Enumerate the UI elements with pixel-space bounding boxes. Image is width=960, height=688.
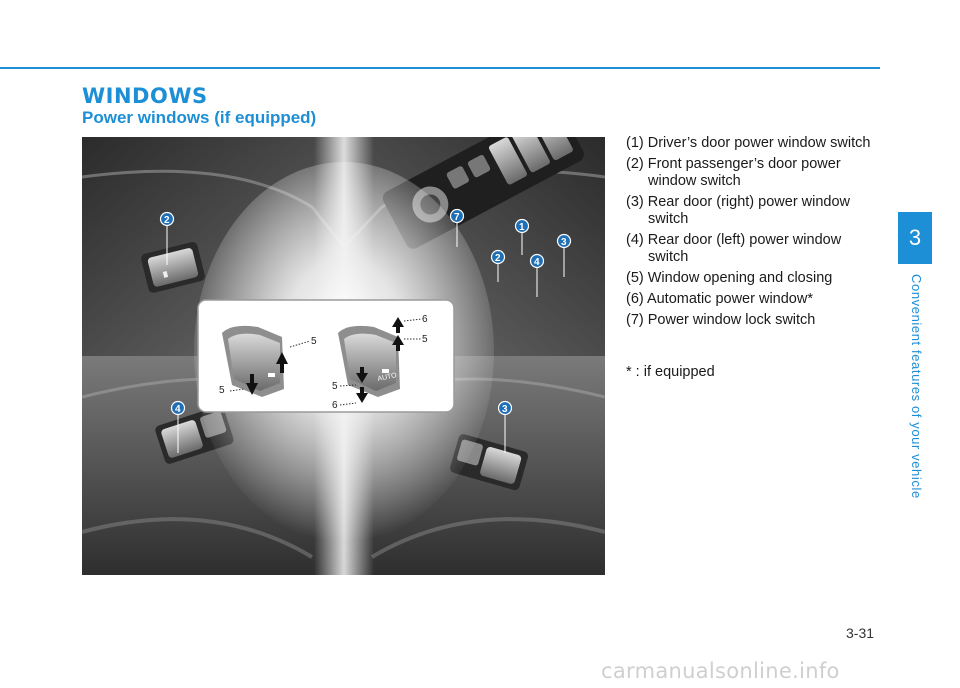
inset-right-up-label: 5	[422, 334, 428, 345]
list-item: (5) Window opening and closing	[626, 270, 833, 286]
inset-right-auto-up-label: 6	[422, 314, 428, 325]
inset-diagram: 5 5 AUTO 6 5 5 6	[197, 299, 455, 413]
svg-text:2: 2	[495, 253, 501, 264]
chapter-tab: 3	[898, 212, 932, 264]
page-number: 3-31	[846, 625, 875, 641]
inset-right-auto-down-label: 6	[332, 400, 338, 411]
svg-text:4: 4	[534, 257, 540, 268]
svg-text:1: 1	[519, 222, 525, 233]
svg-text:3: 3	[561, 237, 567, 248]
watermark: carmanualsonline.info	[601, 659, 840, 683]
section-title: WINDOWS	[82, 84, 208, 108]
callout-front-passenger: 2	[159, 211, 175, 227]
list-item: (1) Driver’s door power window switch	[626, 135, 871, 151]
callout-driver-2: 2	[490, 249, 506, 265]
callout-rear-left: 4	[170, 400, 186, 416]
list-item: (6) Automatic power window*	[626, 291, 813, 307]
inset-left-down-label: 5	[219, 385, 225, 396]
list-item: (7) Power window lock switch	[626, 312, 816, 328]
chapter-title: Convenient features of your vehicle	[909, 274, 924, 499]
svg-text:4: 4	[175, 404, 181, 415]
inset-right-down-label: 5	[332, 381, 338, 392]
header-rule	[0, 67, 880, 69]
list-item: (3) Rear door (right) power window switc…	[626, 194, 851, 227]
callout-rear-right: 3	[497, 400, 513, 416]
callout-driver-3: 3	[556, 233, 572, 249]
list-item: (4) Rear door (left) power window switch	[626, 232, 842, 265]
power-window-figure: 5 5 AUTO 6 5 5 6	[82, 137, 605, 575]
figure-drawing: 5 5 AUTO 6 5 5 6	[82, 137, 605, 575]
callout-driver-1: 1	[514, 218, 530, 234]
description-list: (1) Driver’s door power window switch (2…	[626, 135, 881, 333]
svg-text:2: 2	[164, 215, 170, 226]
svg-text:7: 7	[454, 212, 460, 223]
inset-auto-text: AUTO	[377, 372, 398, 383]
subsection-title: Power windows (if equipped)	[82, 108, 317, 127]
callout-driver-4: 4	[529, 253, 545, 269]
footnote: * : if equipped	[626, 364, 715, 380]
inset-left-up-label: 5	[311, 336, 317, 347]
callout-lock-switch: 7	[449, 208, 465, 224]
svg-text:3: 3	[502, 404, 508, 415]
list-item: (2) Front passenger’s door power window …	[626, 156, 841, 189]
